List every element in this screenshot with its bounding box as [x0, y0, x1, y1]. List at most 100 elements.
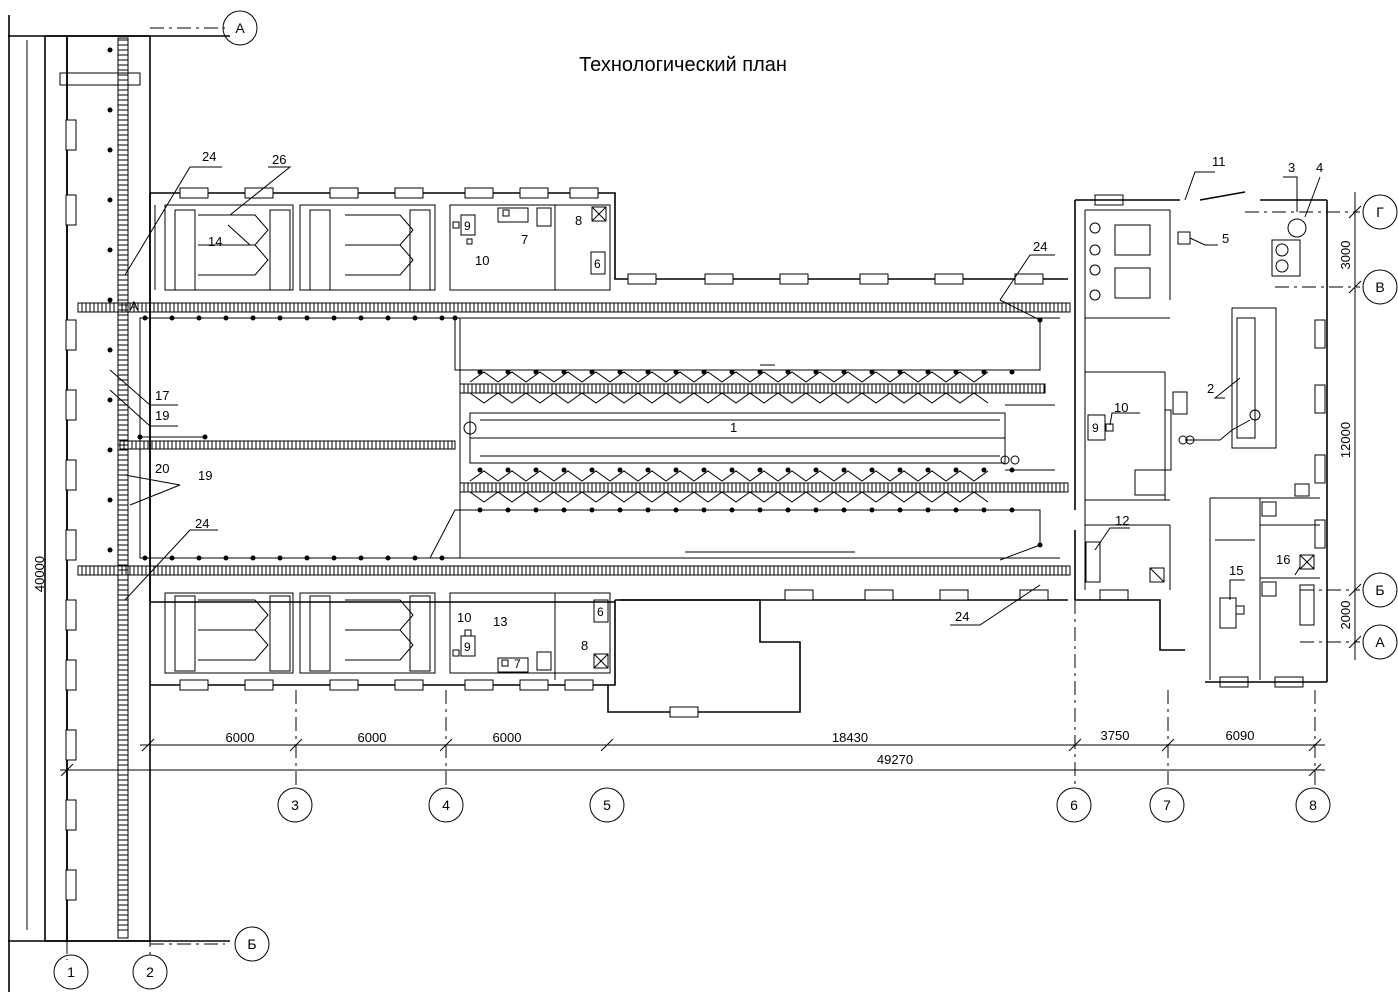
feed-point [358, 315, 364, 321]
feed-point [533, 369, 539, 375]
feed-point [869, 369, 875, 375]
axis-bubble-g: Г [1376, 204, 1384, 220]
axis-bubble-b-right: Б [1375, 582, 1384, 598]
feed-point [107, 147, 113, 153]
feed-point [729, 467, 735, 473]
callout-16: 16 [1276, 552, 1290, 567]
vertical-conveyor [107, 37, 129, 939]
mark-9-bottom: 9 [464, 640, 471, 654]
dim-tick [600, 738, 614, 752]
callout-7: 7 [521, 232, 528, 247]
feed-point [841, 369, 847, 375]
dim-span-3-4: 6000 [358, 730, 387, 745]
feed-point [107, 397, 113, 403]
feed-point [439, 555, 445, 561]
feed-point [196, 555, 202, 561]
feed-point [673, 369, 679, 375]
axis-bubble-3: 3 [291, 797, 299, 813]
feed-point [701, 467, 707, 473]
mark-9-top: 9 [464, 219, 471, 233]
feed-point [452, 315, 458, 321]
window [939, 589, 969, 601]
feed-point [505, 507, 511, 513]
feed-point [142, 315, 148, 321]
dim-right-3000: 3000 [1338, 241, 1353, 270]
callout-24-top-left: 24 [202, 149, 216, 164]
window [179, 679, 209, 691]
feed-lines [137, 299, 1043, 561]
callout-2: 2 [1207, 381, 1214, 396]
dim-tick [141, 738, 155, 752]
feed-point [589, 507, 595, 513]
axis-bubble-8: 8 [1309, 797, 1317, 813]
cage-zigzag [469, 491, 989, 503]
feed-point [925, 507, 931, 513]
window [569, 187, 599, 199]
feed-point [645, 369, 651, 375]
window [1314, 319, 1326, 349]
feed-point [505, 467, 511, 473]
dim-tick [1308, 738, 1322, 752]
feed-point [107, 297, 113, 303]
feed-point [412, 315, 418, 321]
feed-point [813, 369, 819, 375]
window [519, 679, 549, 691]
cage-zigzag [469, 371, 989, 383]
window [1014, 273, 1044, 285]
feed-point [202, 434, 208, 440]
feed-point [981, 507, 987, 513]
main-windows [179, 187, 1326, 718]
feed-point [358, 555, 364, 561]
callout-20: 20 [155, 461, 169, 476]
feed-point [785, 369, 791, 375]
feed-point [617, 467, 623, 473]
window [934, 273, 964, 285]
feed-point [477, 507, 483, 513]
feed-point [1009, 369, 1015, 375]
dim-tick [1308, 763, 1322, 777]
callout-10-top: 10 [475, 253, 489, 268]
dim-span-1-2: 6000 [226, 730, 255, 745]
callout-1: 1 [730, 420, 737, 435]
feed-point [589, 369, 595, 375]
feed-point [331, 555, 337, 561]
axis-bubble-7: 7 [1163, 797, 1171, 813]
feed-point [107, 47, 113, 53]
feed-point [277, 555, 283, 561]
feed-point [1009, 507, 1015, 513]
feed-point [137, 434, 143, 440]
feed-point [757, 467, 763, 473]
dim-tick [289, 738, 303, 752]
feed-point [897, 369, 903, 375]
feed-point [107, 547, 113, 553]
feed-point [925, 467, 931, 473]
feed-point [813, 507, 819, 513]
dim-tick [1161, 738, 1175, 752]
feed-point [107, 107, 113, 113]
feed-point [897, 507, 903, 513]
feed-point [981, 467, 987, 473]
window [179, 187, 209, 199]
feed-point [331, 315, 337, 321]
dim-span-5-6: 18430 [832, 730, 868, 745]
feed-line [140, 509, 1041, 561]
dim-right-12000: 12000 [1338, 422, 1353, 458]
feed-point [1037, 542, 1043, 548]
window [464, 679, 494, 691]
dim-span-4-5: 6000 [493, 730, 522, 745]
feed-point [277, 315, 283, 321]
feed-point [169, 555, 175, 561]
feed-point [412, 555, 418, 561]
feed-point [107, 497, 113, 503]
feed-point [841, 467, 847, 473]
window [704, 273, 734, 285]
window [65, 319, 77, 351]
callout-14: 14 [208, 234, 222, 249]
feed-point [1037, 317, 1043, 323]
window [65, 119, 77, 151]
axis-bubble-6: 6 [1070, 797, 1078, 813]
feed-point [869, 467, 875, 473]
callout-8-bottom: 8 [581, 638, 588, 653]
feed-point [107, 447, 113, 453]
dim-span-7-8: 6090 [1226, 728, 1255, 743]
